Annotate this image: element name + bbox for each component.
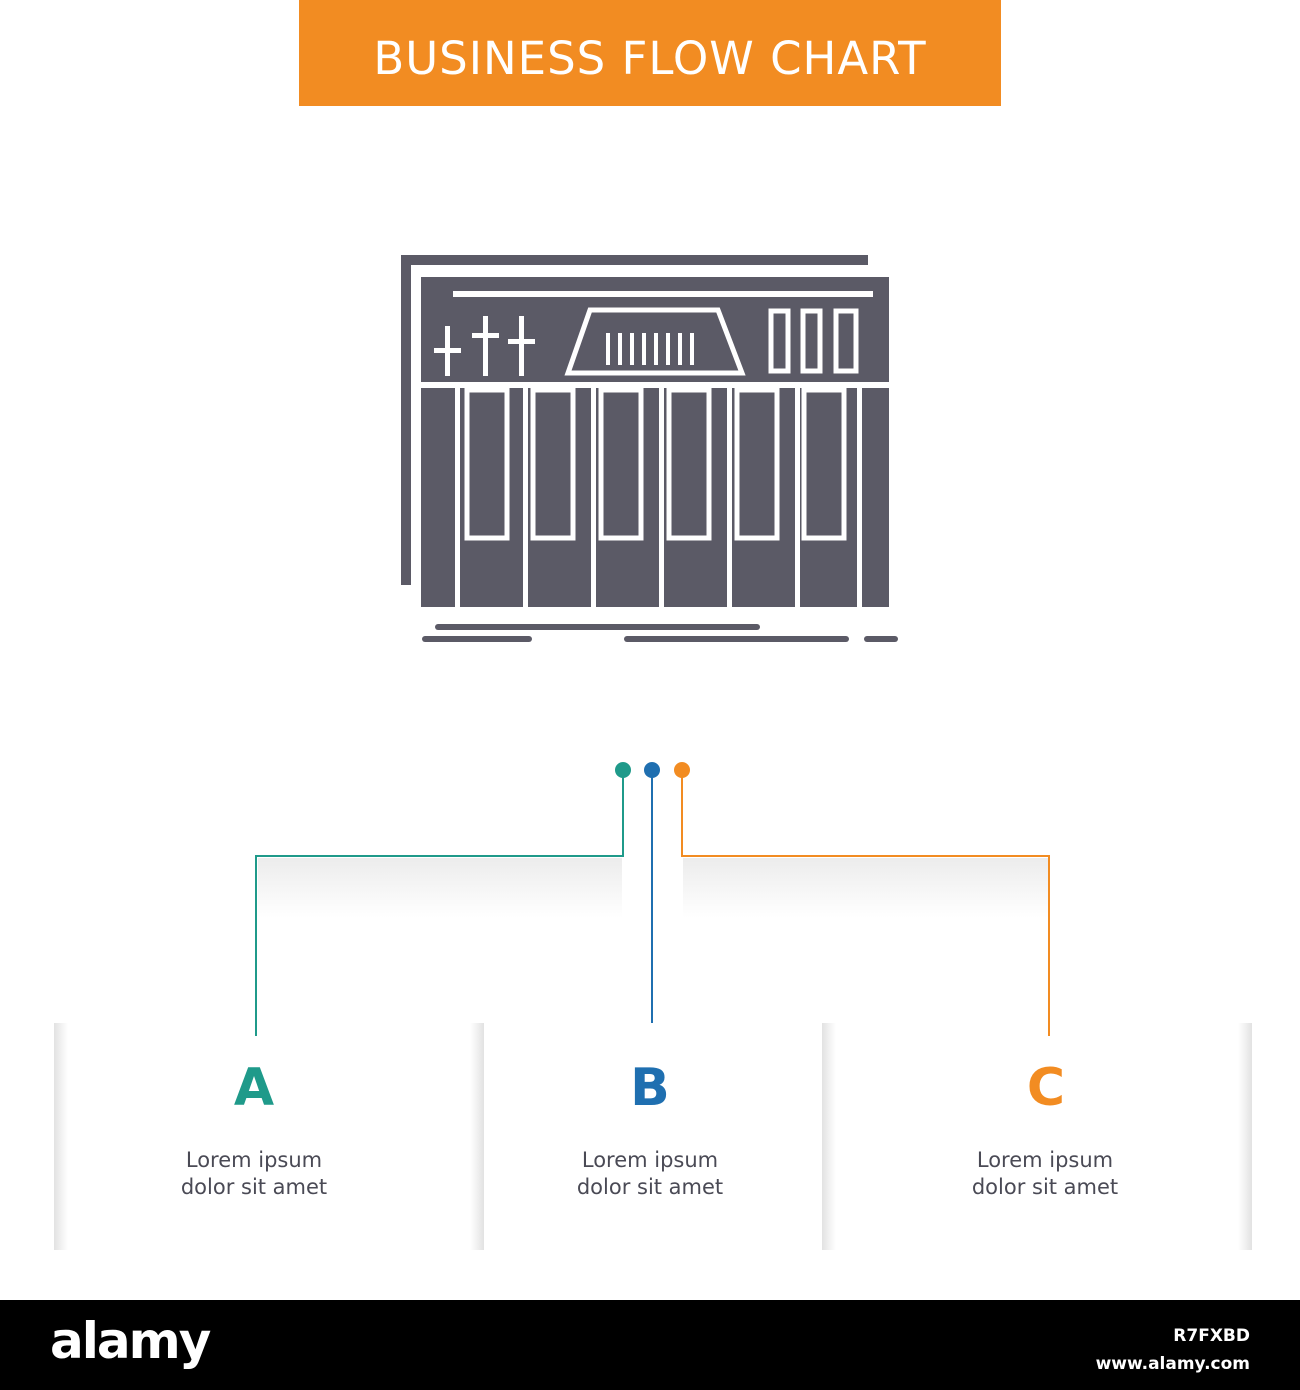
step-description-b: Lorem ipsum dolor sit amet	[576, 1148, 724, 1199]
synthesizer-keyboard-icon	[380, 240, 920, 660]
connector-dot-b	[644, 762, 660, 778]
step-letter-b: B	[630, 1058, 670, 1118]
step-letter-c: C	[1026, 1058, 1066, 1118]
connector-dot-a	[615, 762, 631, 778]
step-panel-b	[484, 1023, 822, 1250]
connector-dot-c	[674, 762, 690, 778]
title-banner: BUSINESS FLOW CHART	[299, 0, 1001, 106]
watermark-bar: alamy R7FXBD www.alamy.com	[0, 1300, 1300, 1390]
panel-divider	[54, 1023, 68, 1250]
step-letter-a: A	[233, 1058, 275, 1118]
step-description-a: Lorem ipsum dolor sit amet	[180, 1148, 328, 1199]
site-url: www.alamy.com	[1095, 1354, 1250, 1374]
connector-shade-left	[258, 858, 622, 918]
alamy-logo: alamy	[50, 1312, 211, 1370]
step-panel-a	[54, 1023, 484, 1250]
panel-divider	[822, 1023, 836, 1250]
page-title: BUSINESS FLOW CHART	[373, 31, 927, 85]
image-credit: R7FXBD www.alamy.com	[1096, 1322, 1250, 1378]
image-id: R7FXBD	[1173, 1326, 1250, 1346]
connector-shade-right	[683, 858, 1049, 918]
step-description-c: Lorem ipsum dolor sit amet	[971, 1148, 1119, 1199]
step-panel-c	[822, 1023, 1252, 1250]
panel-divider	[470, 1023, 484, 1250]
panel-divider	[1238, 1023, 1252, 1250]
